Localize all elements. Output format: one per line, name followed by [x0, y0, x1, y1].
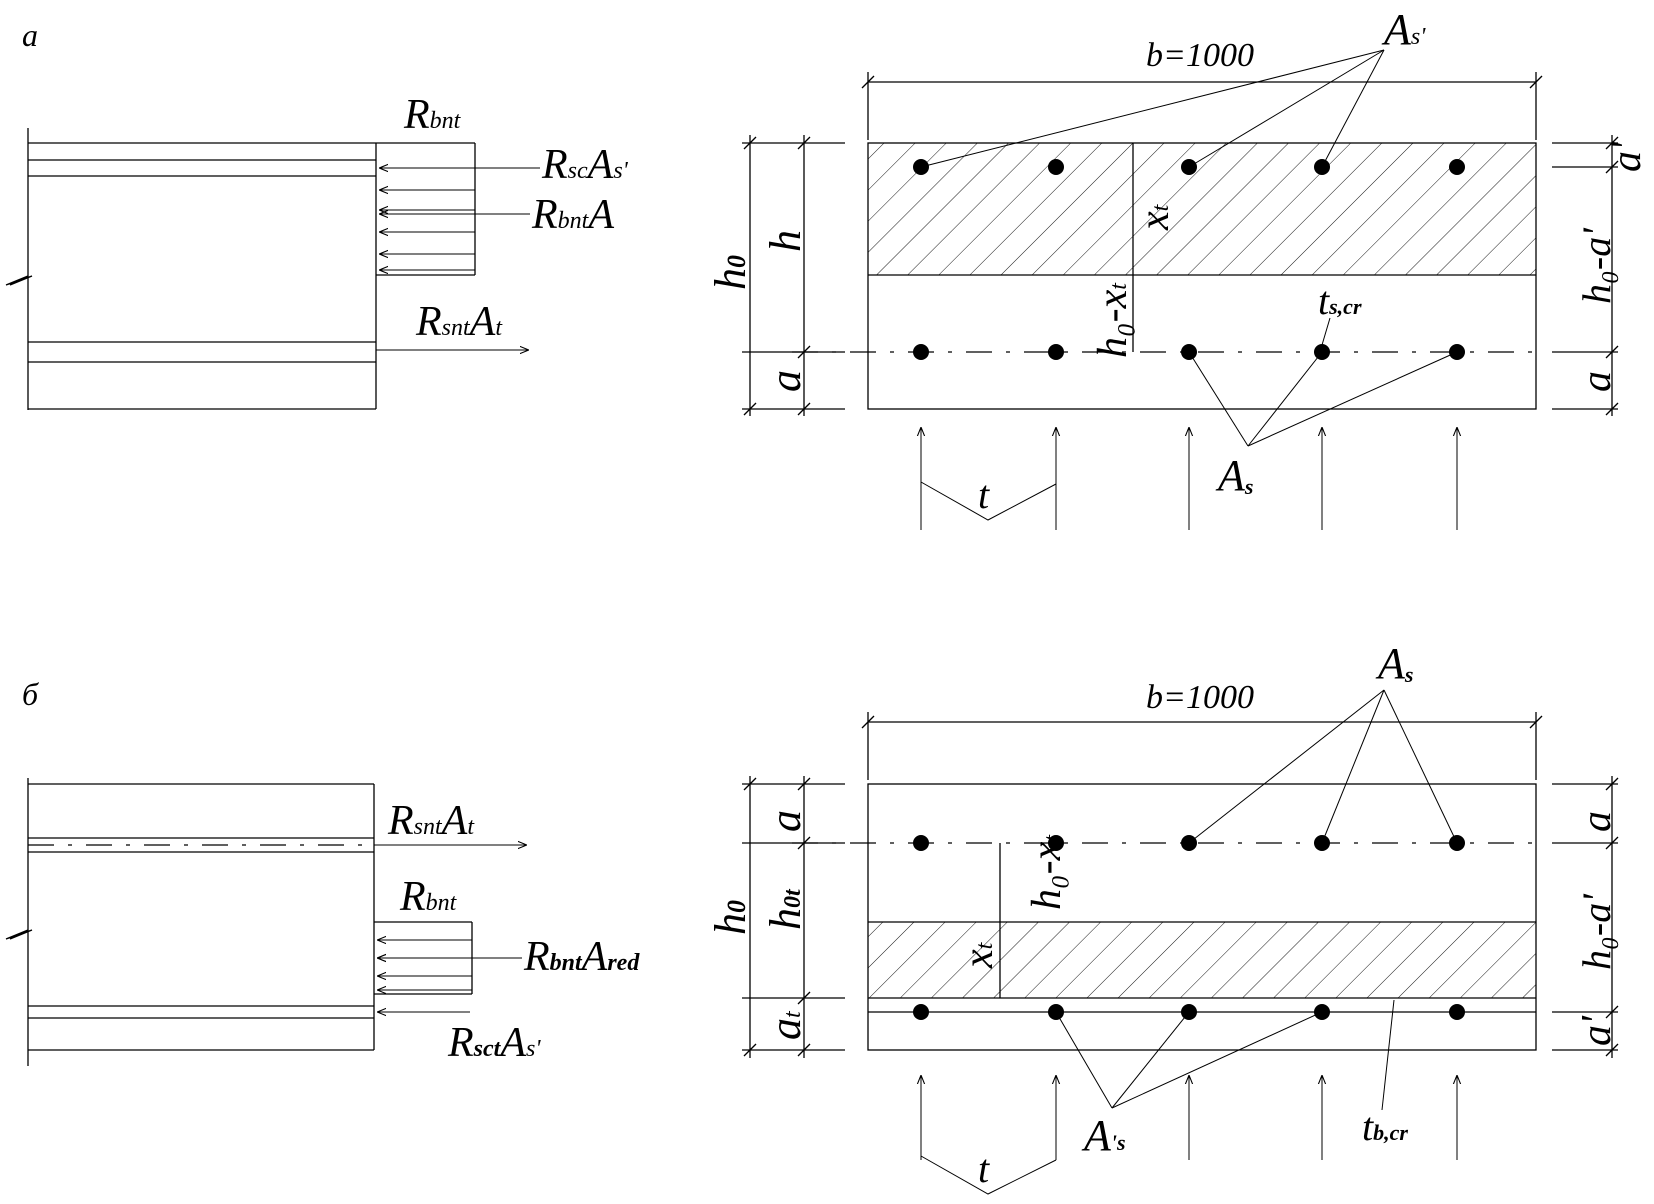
label-a-right-b: a [1574, 811, 1620, 832]
svg-text:h: h [761, 230, 810, 252]
label-h-a: h [761, 230, 810, 252]
bar-bot-1 [913, 344, 929, 360]
svg-text:xt: xt [956, 941, 1002, 969]
label-rbnt-b: Rbnt [399, 874, 458, 920]
svg-text:a: a [1574, 811, 1620, 832]
width-label-a: b=1000 [1146, 37, 1254, 74]
panel-a-cross-section [742, 49, 1619, 530]
label-as-prime-a: As' [1381, 5, 1426, 54]
label-a-prime-right-a: a' [1604, 141, 1650, 172]
label-rsnt-as-b: RsntAt [387, 798, 475, 844]
bar-bot-5-b [1449, 1004, 1465, 1020]
panel-a-stress-diagram [5, 128, 540, 410]
bar-top-2 [1048, 159, 1064, 175]
svg-text:a: a [761, 810, 810, 832]
svg-text:h0t: h0t [761, 888, 810, 930]
svg-text:a: a [761, 370, 810, 392]
label-as-b: As [1375, 639, 1413, 688]
bar-bot-2 [1048, 344, 1064, 360]
svg-text:h₀-xt: h₀-xt [1024, 834, 1070, 910]
svg-text:h0: h0 [706, 900, 755, 935]
panel-b-cross-section [742, 689, 1619, 1195]
label-a-prime-right-b: a' [1574, 1015, 1620, 1046]
label-h0-b: h0 [706, 900, 755, 935]
label-h0-minus-xt-a: h₀-xt [1090, 282, 1136, 358]
label-a-right-a: a [1574, 371, 1620, 392]
panel-a-letter: а [22, 17, 38, 53]
width-label-b: b=1000 [1146, 679, 1254, 716]
label-h0-minus-a-right-a: h₀-a' [1574, 227, 1619, 304]
label-h0-a: h0 [706, 255, 755, 290]
label-rbnt-ared: RbntAred [523, 934, 640, 980]
svg-text:h₀-xt: h₀-xt [1090, 282, 1136, 358]
label-h0-minus-xt-b: h₀-xt [1024, 834, 1070, 910]
label-t-a: t [978, 472, 990, 517]
bar-bot-1-b [913, 1004, 929, 1020]
label-h0-minus-a-right-b: h₀-a' [1574, 893, 1619, 970]
label-at-left-b: at [761, 1010, 810, 1040]
label-as-a: As [1215, 451, 1253, 500]
svg-text:h₀-a': h₀-a' [1574, 227, 1619, 304]
label-as-prime-b: A's [1081, 1111, 1126, 1160]
label-rsct-as-prime: RsctAs' [447, 1020, 541, 1066]
label-tb-cr: tb,cr [1362, 1104, 1408, 1149]
svg-text:at: at [761, 1010, 810, 1040]
label-h0t-b: h0t [761, 888, 810, 930]
label-t-b: t [978, 1146, 990, 1191]
svg-text:a': a' [1604, 141, 1650, 172]
svg-text:a: a [1574, 371, 1620, 392]
label-rbnt-a: Rbnt [403, 92, 462, 138]
svg-text:h₀-a': h₀-a' [1574, 893, 1619, 970]
panel-b-stress-diagram [5, 778, 526, 1066]
label-rsnt-as-a: RsntAt [415, 299, 503, 345]
label-ts-cr: ts,cr [1318, 278, 1362, 323]
bar-top-1-b [913, 835, 929, 851]
label-xt-a: xt [1132, 203, 1178, 231]
bar-top-2-b [1048, 835, 1064, 851]
panel-b-letter: б [22, 676, 39, 712]
label-rbnt-a-area: RbntA [531, 192, 614, 238]
bar-top-5 [1449, 159, 1465, 175]
label-xt-b: xt [956, 941, 1002, 969]
label-rsc-as-prime: RscAs' [541, 142, 629, 188]
label-a-left-a: a [761, 370, 810, 392]
svg-text:a': a' [1574, 1015, 1620, 1046]
svg-text:xt: xt [1132, 203, 1178, 231]
svg-text:h0: h0 [706, 255, 755, 290]
label-a-left-b: a [761, 810, 810, 832]
